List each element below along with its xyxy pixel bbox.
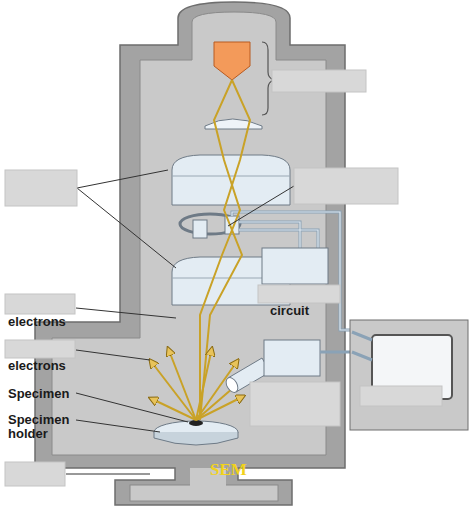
detector [224,376,241,395]
scan-generator [262,248,328,284]
leader-line [66,170,294,474]
lens-edge [172,176,290,177]
amplifier [264,340,320,376]
part-label: electrons [8,315,78,329]
wire [232,212,372,330]
pump-chamber [130,485,278,501]
specimen-holder [154,432,238,445]
watermark: SEM [210,463,260,477]
part-label: circuit [270,304,340,318]
part-label: Specimen holder [8,413,80,441]
part-label: electrons [8,359,78,373]
monitor [350,320,468,430]
secondary-electrons [150,348,248,420]
wire [352,332,372,360]
electron-gun [214,42,250,80]
scan-coil [193,220,207,238]
wire [232,212,372,330]
part-label: Specimen [8,387,78,401]
specimen [189,420,203,426]
blank-label [5,70,442,486]
